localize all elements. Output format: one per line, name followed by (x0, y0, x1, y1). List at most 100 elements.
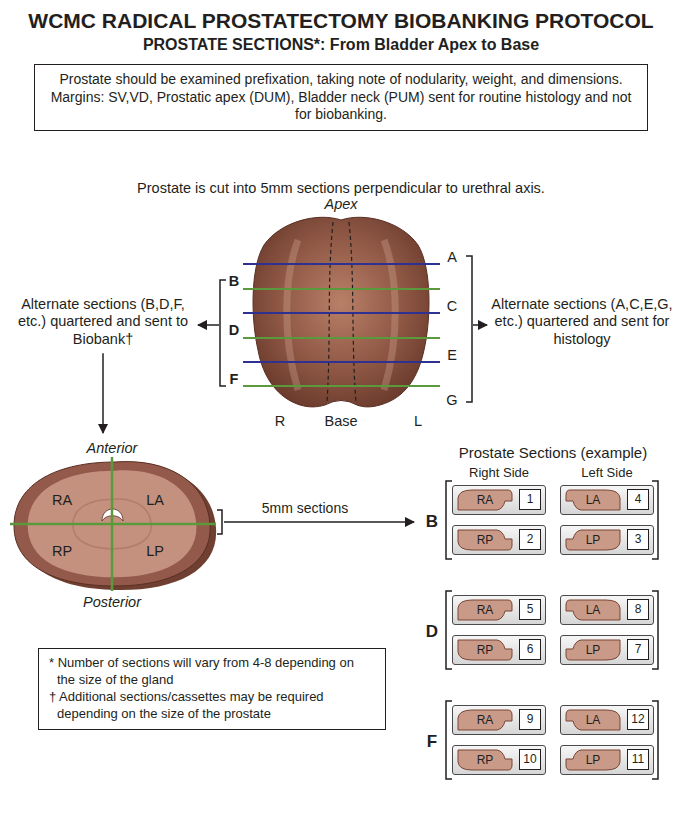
cassette: RA 1 (452, 485, 546, 515)
note-text: Prostate should be examined prefixation,… (45, 71, 637, 89)
biobank-cut-line (243, 385, 440, 387)
column-heading: Right Side (452, 465, 546, 481)
footnote-text: † Additional sections/cassettes may be r… (49, 689, 375, 723)
quadrant-cut-line (10, 523, 216, 526)
cassette-number: 2 (520, 530, 540, 549)
cassette-number-box: 4 (627, 489, 649, 510)
group-letter: F (421, 732, 443, 752)
orientation-label: Apex (311, 196, 371, 213)
section-letter: D (225, 322, 243, 339)
cassette: RA 9 (452, 705, 546, 735)
cassette-number-box: 9 (519, 709, 541, 730)
lobe-shading (384, 240, 395, 390)
arrow (224, 521, 414, 523)
cassette-number-box: 10 (519, 749, 541, 770)
group-letter: B (421, 512, 443, 532)
tissue-label: LP (564, 748, 622, 772)
cassette-number-box: 2 (519, 529, 541, 550)
cassette: LP 7 (560, 635, 654, 665)
cassette: RP 6 (452, 635, 546, 665)
cassette: RP 10 (452, 745, 546, 775)
biobank-cut-line (243, 288, 440, 290)
cassette-number: 10 (520, 750, 540, 769)
orientation-label: Posterior (67, 594, 157, 611)
cassette-number-box: 5 (519, 599, 541, 620)
cassette-number: 12 (628, 710, 648, 729)
tissue-label: RA (456, 708, 514, 732)
histology-cut-line (243, 361, 440, 363)
note-text: Margins: SV,VD, Prostatic apex (DUM), Bl… (45, 89, 637, 124)
note-box: Prostate should be examined prefixation,… (34, 64, 648, 131)
quadrant-label: LA (135, 492, 175, 509)
quadrant-label: RA (42, 492, 82, 509)
tissue-label: RP (456, 748, 514, 772)
instruction-text: Prostate is cut into 5mm sections perpen… (21, 180, 661, 197)
cassette-number: 9 (520, 710, 540, 729)
cassette-number-box: 11 (627, 749, 649, 770)
tissue-label: LP (564, 638, 622, 662)
cassette-number: 5 (520, 600, 540, 619)
cassette-number: 6 (520, 640, 540, 659)
section-letter: A (443, 249, 461, 266)
group-letter: D (421, 622, 443, 642)
tissue-label: RA (456, 488, 514, 512)
histology-cut-line (243, 312, 440, 314)
tissue-label: RP (456, 528, 514, 552)
orientation-label: Anterior (67, 440, 157, 457)
cassette: RP 2 (452, 525, 546, 555)
section-letter: F (225, 371, 243, 388)
tissue-label: RP (456, 638, 514, 662)
quadrant-label: RP (42, 543, 82, 560)
cassette: RA 5 (452, 595, 546, 625)
side-label: L (407, 413, 429, 430)
column-heading: Left Side (560, 465, 654, 481)
arrow-label: 5mm sections (245, 500, 365, 517)
biobank-cut-line (243, 337, 440, 339)
cassette-number-box: 6 (519, 639, 541, 660)
section-letter: C (443, 298, 461, 315)
arrow (473, 324, 487, 326)
tissue-label: LP (564, 528, 622, 552)
cassette: LA 4 (560, 485, 654, 515)
cassette-number-box: 3 (627, 529, 649, 550)
cassette-number: 8 (628, 600, 648, 619)
arrow (102, 353, 104, 433)
tissue-label: LA (564, 598, 622, 622)
bracket (217, 510, 222, 534)
orientation-label: Base (316, 413, 366, 430)
cassette-number: 3 (628, 530, 648, 549)
process-note: Alternate sections (B,D,F, etc.) quarter… (15, 296, 191, 348)
cassette: LA 12 (560, 705, 654, 735)
tissue-label: LA (564, 708, 622, 732)
cassette: LP 11 (560, 745, 654, 775)
panel-heading: Prostate Sections (example) (433, 444, 673, 462)
cassette: LA 8 (560, 595, 654, 625)
cassette-number-box: 12 (627, 709, 649, 730)
histology-cut-line (243, 263, 440, 265)
section-letter: G (443, 392, 461, 409)
cassette-number: 1 (520, 490, 540, 509)
section-letter: B (225, 273, 243, 290)
section-letter: E (443, 347, 461, 364)
bracket (466, 256, 472, 402)
cassette-number-box: 1 (519, 489, 541, 510)
cassette-number-box: 7 (627, 639, 649, 660)
side-label: R (269, 413, 291, 430)
cassette-number: 7 (628, 640, 648, 659)
quadrant-label: LP (135, 543, 175, 560)
cassette-number-box: 8 (627, 599, 649, 620)
cassette: LP 3 (560, 525, 654, 555)
subtitle: PROSTATE SECTIONS*: From Bladder Apex to… (21, 35, 661, 54)
tissue-label: RA (456, 598, 514, 622)
process-note: Alternate sections (A,C,E,G, etc.) quart… (488, 296, 676, 348)
cassette-number: 4 (628, 490, 648, 509)
cassette-number: 11 (628, 750, 648, 769)
arrow (198, 324, 219, 326)
tissue-label: LA (564, 488, 622, 512)
footnote-text: * Number of sections will vary from 4-8 … (49, 655, 375, 689)
footnote-box: * Number of sections will vary from 4-8 … (38, 648, 386, 730)
page-title: WCMC RADICAL PROSTATECTOMY BIOBANKING PR… (28, 8, 653, 33)
lobe-shading (287, 240, 298, 390)
